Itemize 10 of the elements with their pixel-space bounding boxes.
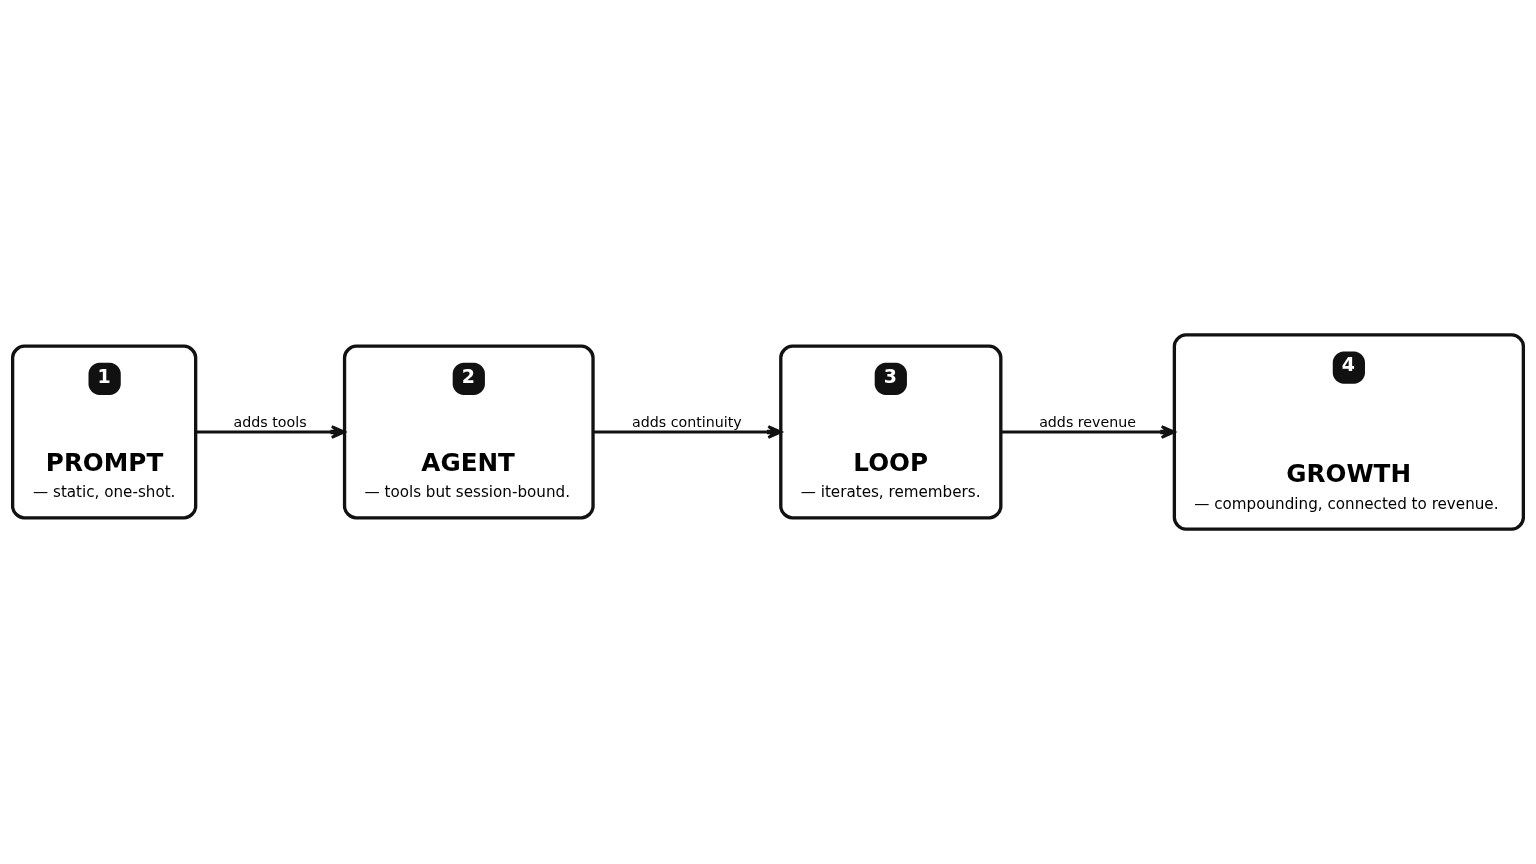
node-box: 1 PROMPT — static, one-shot. bbox=[10, 344, 198, 520]
edge-label: adds tools bbox=[233, 414, 307, 431]
arrow bbox=[593, 425, 783, 439]
node-box: 3 LOOP — iterates, remembers. bbox=[779, 344, 1003, 520]
edge-label: adds revenue bbox=[1039, 414, 1137, 431]
node-box: 4 GROWTH — compounding, connected to revenue. bbox=[1172, 333, 1526, 531]
node-box: 2 AGENT — tools but session-bound. bbox=[342, 344, 595, 520]
edge-label: adds continuity bbox=[632, 414, 742, 431]
arrow bbox=[1001, 425, 1176, 439]
arrow bbox=[195, 425, 346, 439]
